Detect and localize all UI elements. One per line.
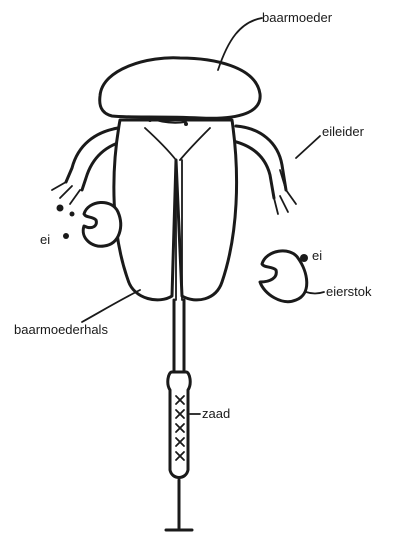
leader-oviduct — [296, 136, 320, 158]
label-ovary: eierstok — [326, 284, 372, 299]
label-sperm: zaad — [202, 406, 230, 421]
leader-cervix — [82, 290, 140, 322]
leader-ovary — [306, 292, 324, 294]
egg-right-dot — [300, 254, 308, 262]
label-cervix: baarmoederhals — [14, 322, 108, 337]
right-ovary — [260, 251, 307, 302]
egg-left-dot — [63, 233, 69, 239]
left-ovary — [83, 202, 120, 246]
label-uterus: baarmoeder — [262, 10, 333, 25]
label-oviduct: eileider — [322, 124, 365, 139]
right-oviduct — [228, 126, 296, 214]
label-egg-right: ei — [312, 248, 322, 263]
label-egg-left: ei — [40, 232, 50, 247]
sperm-tube — [166, 300, 192, 530]
uterus-dome — [100, 58, 260, 119]
